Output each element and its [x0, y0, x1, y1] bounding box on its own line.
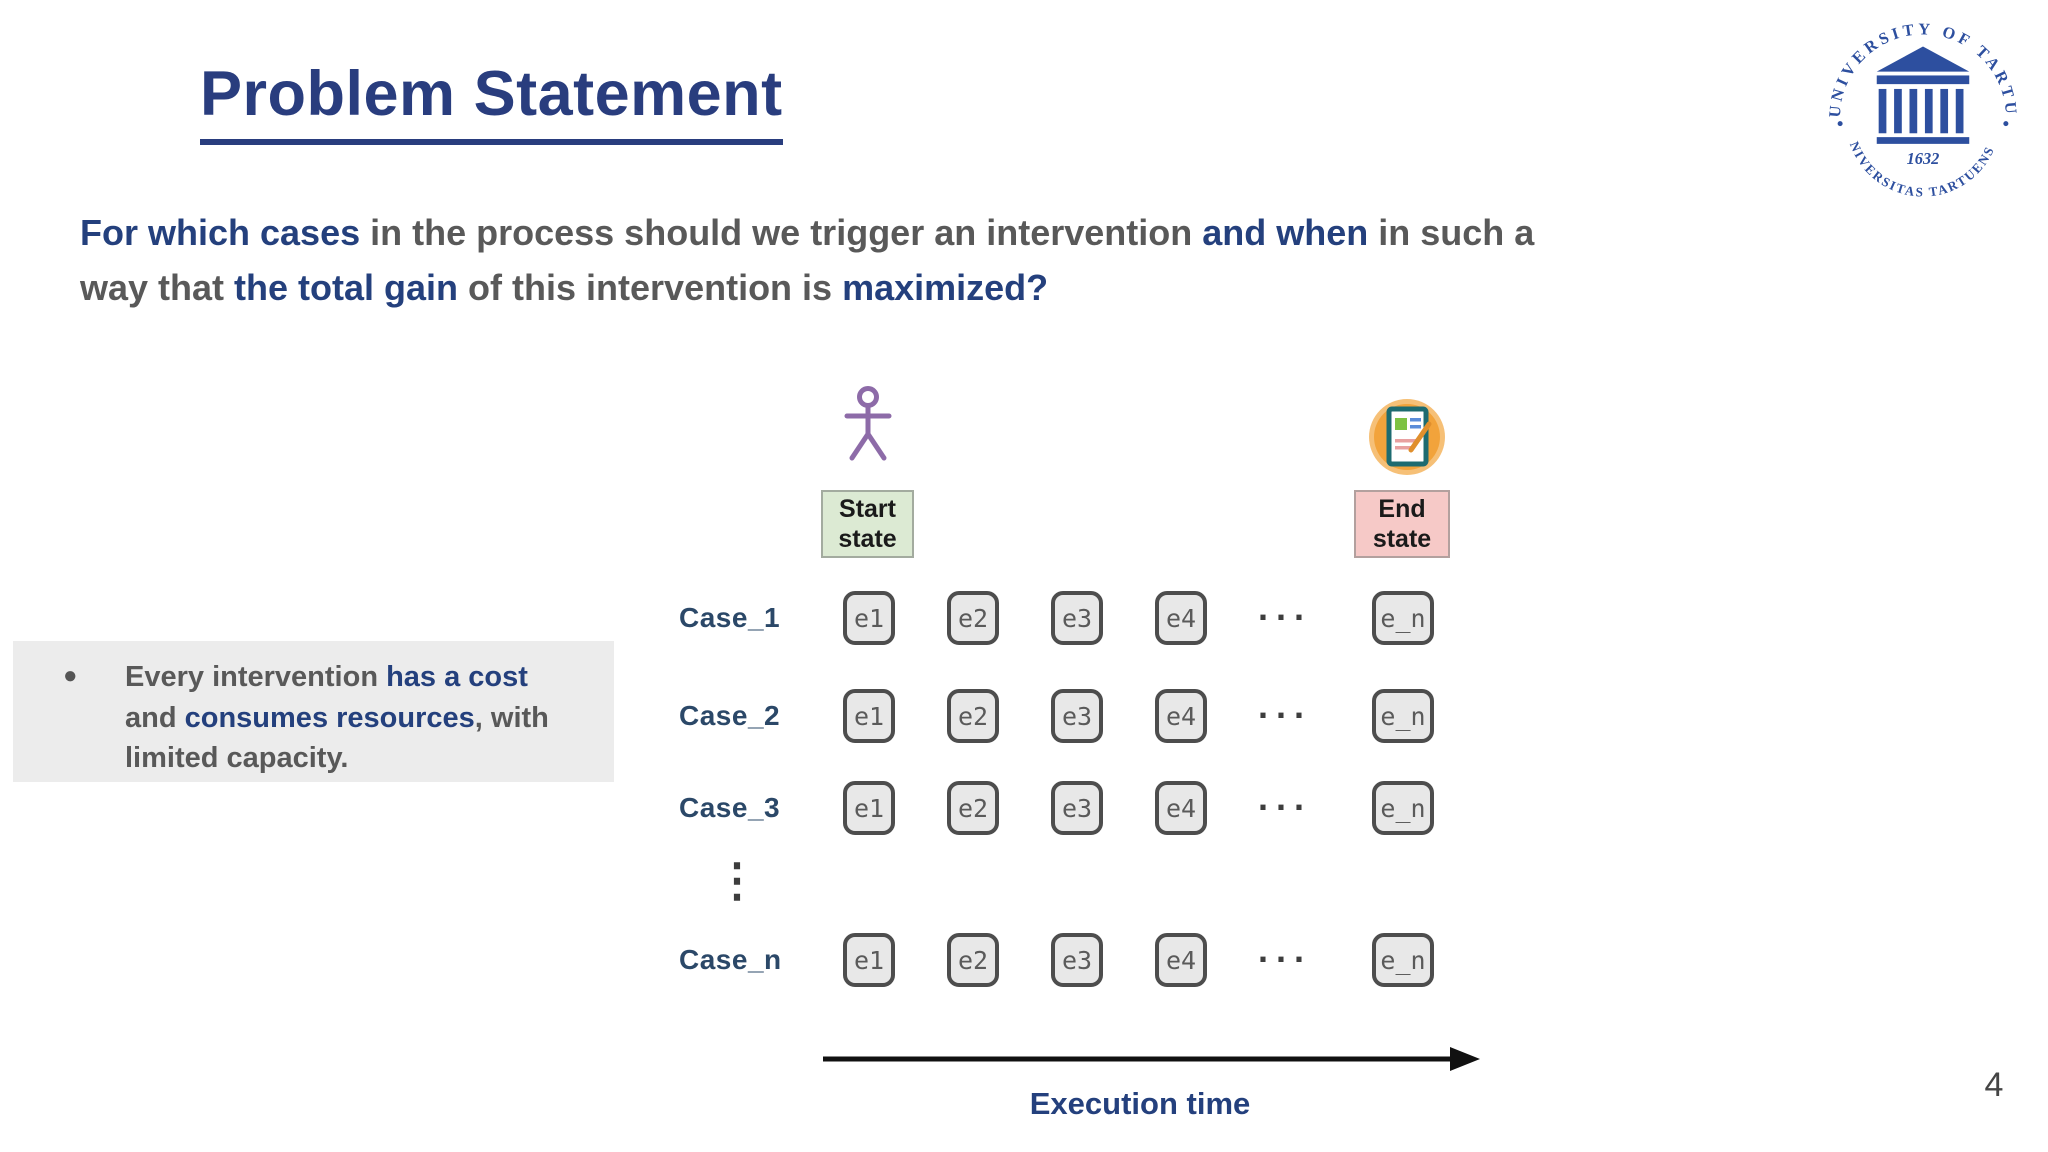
event-box: e1 [843, 933, 895, 987]
text-segment: the total gain [234, 266, 459, 308]
text-segment: Every intervention [125, 661, 387, 693]
text-segment: consumes resources [184, 701, 475, 734]
clipboard-icon [1369, 399, 1445, 475]
vertical-ellipsis: ⋮ [714, 854, 760, 906]
text-segment: has a cost [386, 661, 528, 693]
event-box: e4 [1155, 591, 1207, 645]
event-box-last: e_n [1372, 591, 1434, 645]
start-state-box: Start state [821, 490, 914, 558]
case-row: Case_3 e1 e2 e3 e4... e_n [0, 777, 2048, 835]
event-box-last: e_n [1372, 933, 1434, 987]
event-box: e3 [1051, 933, 1103, 987]
event-box-last: e_n [1372, 781, 1434, 835]
page-number: 4 [1984, 1066, 2004, 1104]
case-label: Case_n [679, 944, 782, 975]
text-segment: in the process should we trigger an inte… [360, 212, 1203, 253]
bullet-text: Every intervention has a cost and consum… [125, 657, 570, 782]
event-box: e2 [947, 591, 999, 645]
stick-figure-icon [844, 386, 892, 461]
timeline-arrow [823, 1047, 1480, 1071]
event-box: e4 [1155, 781, 1207, 835]
case-row: Case_2 e1 e2 e3 e4... e_n [0, 685, 2048, 743]
text-segment: maximized? [842, 266, 1049, 308]
event-box: e1 [843, 781, 895, 835]
page-title: Problem Statement [200, 58, 783, 145]
event-box: e3 [1051, 781, 1103, 835]
logo-pediment [1876, 46, 1970, 72]
row-ellipsis: ... [1257, 685, 1312, 726]
end-state-box: End state [1354, 490, 1450, 558]
text-segment: For which cases [80, 212, 361, 253]
event-box: e4 [1155, 933, 1207, 987]
event-box: e2 [947, 689, 999, 743]
case-row: Case_n e1 e2 e3 e4... e_n [0, 929, 2048, 987]
case-label: Case_2 [679, 700, 781, 731]
problem-statement-text: For which cases in the process should we… [80, 206, 1585, 315]
row-ellipsis: ... [1257, 929, 1312, 970]
execution-time-label: Execution time [1029, 1086, 1251, 1121]
case-label: Case_3 [679, 792, 781, 823]
event-box: e4 [1155, 689, 1207, 743]
event-box: e3 [1051, 591, 1103, 645]
text-segment: and [125, 701, 185, 734]
event-box: e2 [947, 933, 999, 987]
text-segment: of this intervention is [458, 266, 843, 308]
text-segment: in such a way that [80, 212, 1535, 308]
text-segment: , with limited capacity. [125, 701, 549, 775]
logo-year: 1632 [1907, 149, 1940, 168]
text-segment: and when [1202, 212, 1369, 253]
case-row: Case_1 e1 e2 e3 e4... e_n [0, 587, 2048, 645]
event-box: e1 [843, 689, 895, 743]
callout-box: ● Every intervention has a cost and cons… [13, 641, 614, 782]
event-box: e2 [947, 781, 999, 835]
row-ellipsis: ... [1257, 587, 1312, 628]
event-box-last: e_n [1372, 689, 1434, 743]
bullet-marker: ● [63, 662, 78, 689]
case-label: Case_1 [679, 602, 781, 633]
event-box: e3 [1051, 689, 1103, 743]
event-box: e1 [843, 591, 895, 645]
row-ellipsis: ... [1257, 777, 1312, 818]
